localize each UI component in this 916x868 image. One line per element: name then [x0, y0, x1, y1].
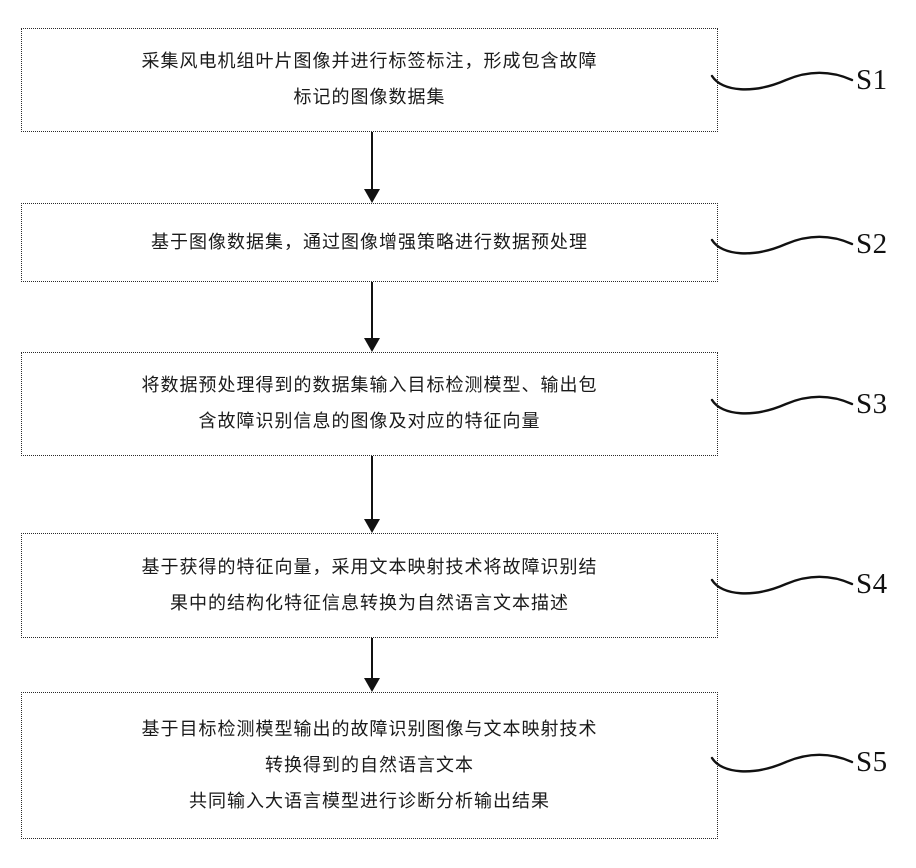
- connector-line: [371, 638, 373, 678]
- step-label-s3: S3: [856, 388, 888, 420]
- process-box-s3-text: 将数据预处理得到的数据集输入目标检测模型、输出包 含故障识别信息的图像及对应的特…: [141, 375, 598, 432]
- connector-line: [371, 282, 373, 338]
- step-label-s5: S5: [856, 746, 888, 778]
- leader-line-s2: [710, 222, 854, 266]
- process-box-s2-text: 基于图像数据集，通过图像增强策略进行数据预处理: [151, 231, 588, 253]
- connector-s1-to-s2: [362, 132, 382, 203]
- arrowhead-down-icon: [364, 678, 380, 692]
- step-label-s1: S1: [856, 64, 888, 96]
- step-label-s2: S2: [856, 228, 888, 260]
- process-box-s4[interactable]: 基于获得的特征向量，采用文本映射技术将故障识别结 果中的结构化特征信息转换为自然…: [21, 533, 718, 638]
- connector-line: [371, 456, 373, 519]
- connector-s2-to-s3: [362, 282, 382, 352]
- step-label-s4: S4: [856, 568, 888, 600]
- connector-s3-to-s4: [362, 456, 382, 533]
- arrowhead-down-icon: [364, 338, 380, 352]
- leader-line-s3: [710, 382, 854, 426]
- process-box-s5[interactable]: 基于目标检测模型输出的故障识别图像与文本映射技术 转换得到的自然语言文本 共同输…: [21, 692, 718, 839]
- process-box-s1-text: 采集风电机组叶片图像并进行标签标注，形成包含故障 标记的图像数据集: [141, 51, 598, 108]
- leader-line-s5: [710, 740, 854, 784]
- arrowhead-down-icon: [364, 519, 380, 533]
- process-box-s4-text: 基于获得的特征向量，采用文本映射技术将故障识别结 果中的结构化特征信息转换为自然…: [141, 556, 598, 614]
- connector-s4-to-s5: [362, 638, 382, 692]
- leader-line-s4: [710, 562, 854, 606]
- connector-line: [371, 132, 373, 189]
- arrowhead-down-icon: [364, 189, 380, 203]
- process-box-s5-text: 基于目标检测模型输出的故障识别图像与文本映射技术 转换得到的自然语言文本 共同输…: [141, 718, 598, 812]
- process-box-s2[interactable]: 基于图像数据集，通过图像增强策略进行数据预处理: [21, 203, 718, 282]
- leader-line-s1: [710, 58, 854, 102]
- process-box-s1[interactable]: 采集风电机组叶片图像并进行标签标注，形成包含故障 标记的图像数据集: [21, 28, 718, 132]
- process-box-s3[interactable]: 将数据预处理得到的数据集输入目标检测模型、输出包 含故障识别信息的图像及对应的特…: [21, 352, 718, 456]
